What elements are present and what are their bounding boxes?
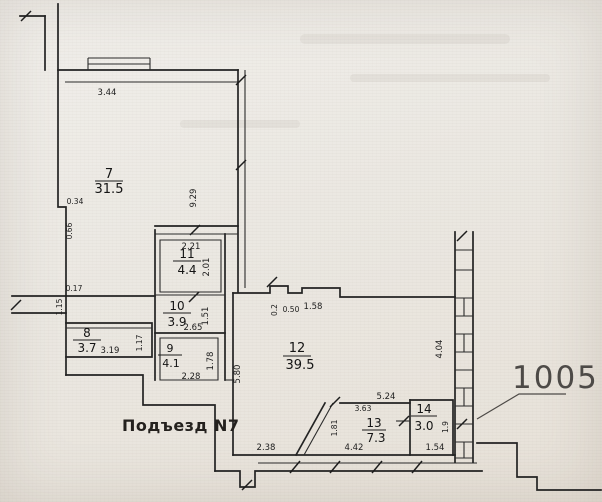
dim-label: 1.51 (201, 307, 211, 326)
dim-label: 3.44 (98, 88, 117, 98)
dim-label: 1.58 (304, 302, 323, 312)
dim-label: 0.50 (283, 305, 300, 314)
room-number: 12 (289, 341, 306, 356)
room-number: 9 (167, 342, 174, 355)
room-number: 11 (179, 247, 194, 261)
room-number: 10 (169, 299, 184, 313)
room-number: 14 (416, 402, 431, 416)
room-label-11: 11 4.4 (173, 247, 201, 277)
walls (11, 3, 602, 491)
window-symbol (87, 57, 151, 70)
room-label-8: 8 3.7 (73, 326, 101, 355)
room-area: 3.0 (414, 419, 433, 433)
dim-label: 2.28 (182, 372, 201, 382)
wall-break-ticks (10, 10, 468, 491)
room-area: 31.5 (95, 182, 124, 197)
room-number: 13 (366, 416, 381, 430)
apartment-number: 1005 (512, 360, 599, 396)
room-label-14: 14 3.0 (411, 402, 437, 433)
room-number: 8 (83, 326, 91, 340)
dim-label: 0.2 (270, 304, 279, 316)
dim-label: 4.42 (345, 443, 364, 453)
dim-label: 2.21 (182, 242, 201, 252)
paper-smudges (180, 34, 550, 128)
dim-label: 5.24 (377, 392, 396, 402)
room-label-12: 12 39.5 (283, 341, 314, 373)
room-labels: 7 31.5 8 3.7 9 4.1 10 3.9 11 (73, 167, 437, 445)
room-area: 4.1 (162, 357, 180, 370)
room-area: 39.5 (286, 358, 315, 373)
dim-label: 1.17 (135, 334, 144, 351)
dim-label: 1.9 (441, 421, 450, 433)
room-number: 7 (105, 167, 113, 182)
entrance-label: Подъезд N7 (122, 416, 240, 435)
room-label-10: 10 3.9 (163, 299, 191, 329)
dim-label: 0.66 (65, 222, 74, 239)
dim-label: 5.80 (233, 365, 243, 384)
dim-label: 2.65 (184, 323, 203, 333)
room-area: 7.3 (366, 431, 385, 445)
dim-label: 3.19 (101, 346, 120, 356)
dim-label: 0.34 (67, 197, 84, 206)
dim-label: 0.17 (66, 284, 83, 293)
dim-label: 3.63 (355, 404, 372, 413)
room-label-9: 9 4.1 (158, 342, 182, 370)
dim-label: 1.54 (426, 443, 445, 453)
dimension-labels: 3.44 9.29 0.34 0.66 0.17 1.15 2.21 2.01 … (55, 88, 450, 453)
dim-label: 1.78 (206, 352, 216, 371)
dim-label: 2.38 (257, 443, 276, 453)
dim-label: 1.81 (330, 419, 339, 436)
dim-label: 4.04 (435, 340, 445, 359)
dim-label: 2.01 (202, 258, 212, 277)
leader-line (476, 393, 566, 420)
room-area: 4.4 (177, 263, 196, 277)
dim-label: 9.29 (189, 189, 199, 208)
room-area: 3.9 (167, 315, 186, 329)
dim-label: 1.15 (55, 298, 64, 315)
room-label-7: 7 31.5 (95, 167, 124, 197)
room-area: 3.7 (77, 341, 96, 355)
apartment-number-label: 1005 (476, 360, 599, 420)
room-label-13: 13 7.3 (362, 416, 386, 445)
